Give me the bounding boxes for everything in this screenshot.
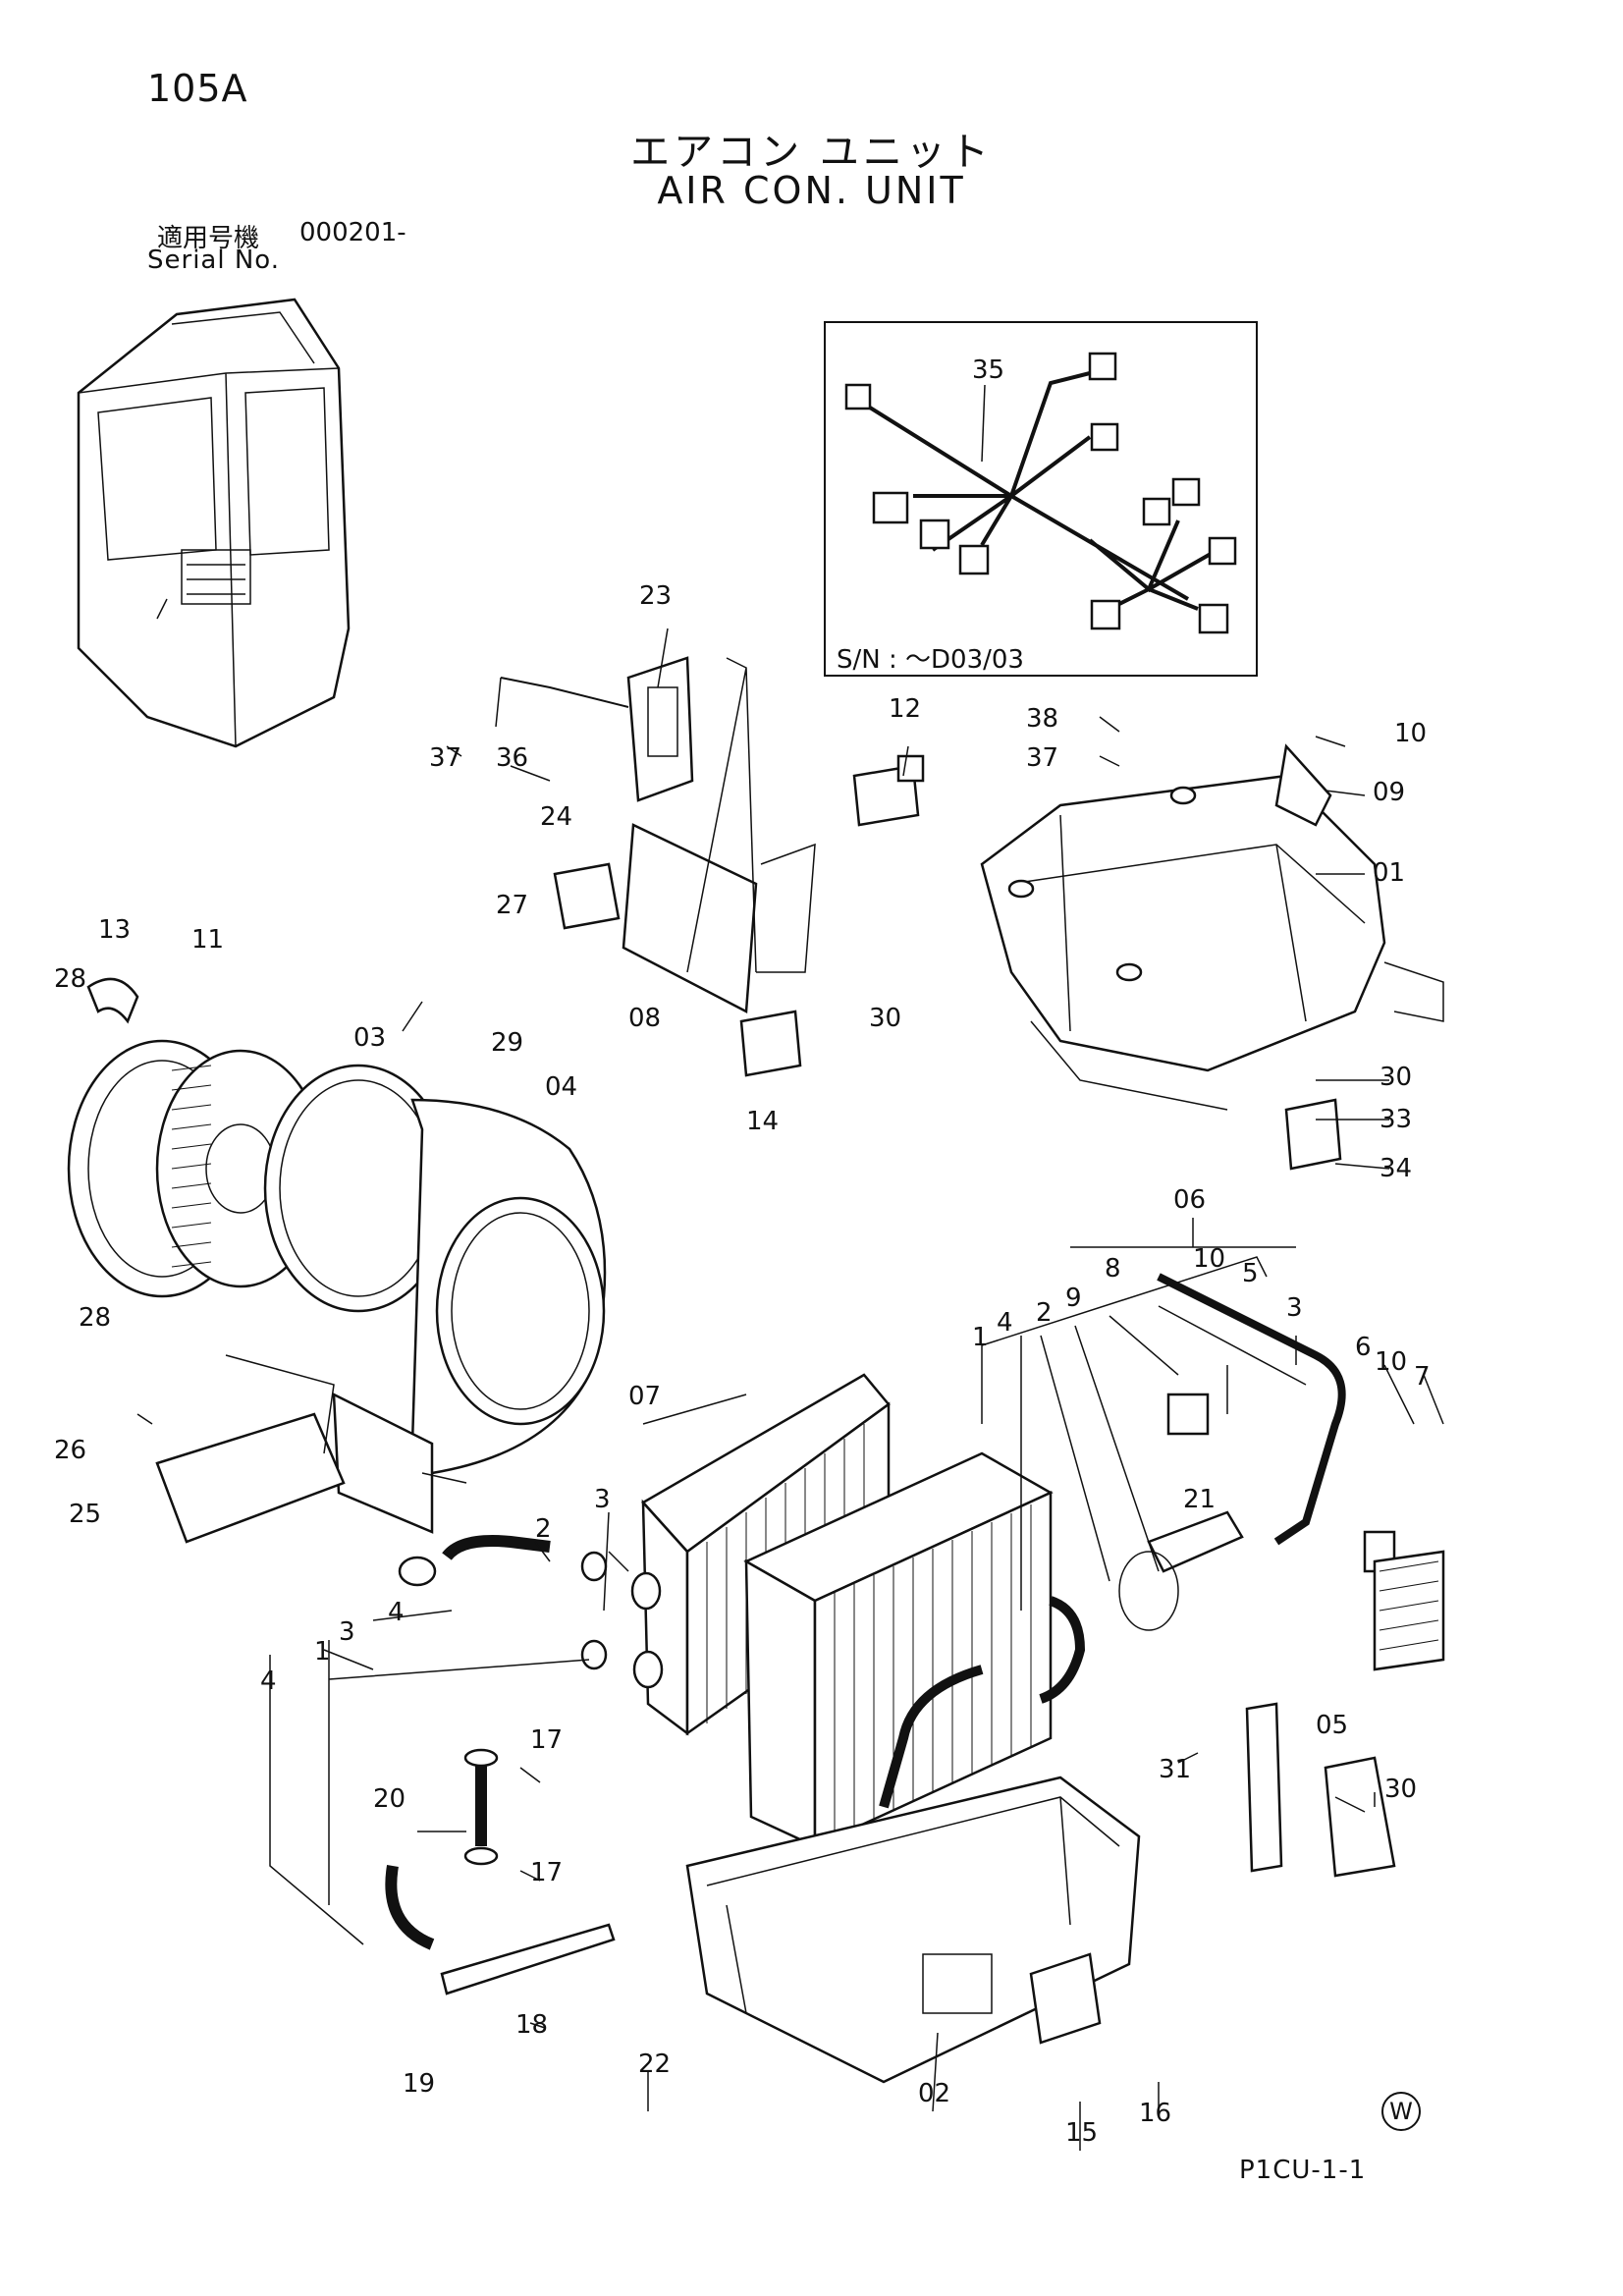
sub-callout-labels: 1 4 2 9 8 10 5 3 6 10 7 3 2 4 3 1 4 [260,1244,1431,1696]
callout-05: 05 [1316,1711,1348,1740]
callout-18: 18 [515,2010,548,2040]
wiring-harness-inset: 35 S/N : ～D03/03 [824,321,1258,677]
inset-frame [824,321,1258,677]
callout-35: 35 [972,355,1004,385]
title-japanese: エアコン ユニット [630,130,993,175]
callout-14: 14 [746,1107,779,1136]
callout-30c: 30 [1384,1775,1417,1804]
figure-code: P1CU-1-1 [1239,2156,1367,2185]
callout-22: 22 [638,2050,671,2079]
sub-callout-7: 7 [1414,1362,1431,1392]
callout-28b: 28 [79,1303,111,1333]
callout-15: 15 [1065,2118,1098,2148]
callout-24: 24 [540,802,572,832]
callout-12: 12 [889,694,921,724]
callout-01: 01 [1373,858,1405,888]
sub-callout-5: 5 [1242,1259,1259,1288]
inset-serial-note: S/N : ～D03/03 [837,645,1024,675]
sub-callout-1b: 1 [314,1637,331,1667]
sub-callout-10b: 10 [1375,1347,1407,1377]
callout-20: 20 [373,1784,406,1814]
sub-callout-6: 6 [1355,1333,1372,1362]
callout-06: 06 [1173,1185,1206,1215]
callout-31: 31 [1159,1755,1191,1784]
callout-29: 29 [491,1028,523,1058]
sub-callout-2b: 2 [535,1514,552,1544]
callout-23: 23 [639,581,672,611]
blower-housing [155,1064,607,1544]
w-mark: W [1381,2092,1421,2131]
callout-04: 04 [545,1072,577,1102]
callout-02: 02 [918,2079,950,2108]
callout-07: 07 [628,1382,661,1411]
callout-09: 09 [1373,778,1405,807]
callout-13: 13 [98,915,131,945]
sub-callout-1: 1 [972,1323,989,1352]
controller-assembly [500,656,925,1077]
leader-lines [136,598,1444,2151]
callout-21: 21 [1183,1485,1216,1514]
sub-callout-4b: 4 [388,1598,405,1627]
callout-10: 10 [1394,719,1427,748]
callout-33: 37 [429,743,461,773]
callout-19: 19 [403,2069,435,2099]
sub-callout-2: 2 [1036,1298,1053,1328]
callout-26: 26 [54,1436,86,1465]
callout-34: 33 [1380,1105,1412,1134]
callout-30b: 30 [1380,1063,1412,1092]
sub-callout-3b: 3 [594,1485,611,1514]
sub-callout-8: 8 [1105,1254,1121,1284]
sub-callout-4: 4 [997,1308,1013,1338]
sub-callout-3: 3 [1286,1293,1303,1323]
water-hoses [385,1535,616,1995]
callout-30: 30 [869,1004,901,1033]
callout-38: 38 [1026,704,1058,734]
sub-callout-4c: 4 [260,1667,277,1696]
callout-37: 37 [1026,743,1058,773]
evaporator [743,1451,1086,1848]
callout-03: 03 [353,1023,386,1053]
upper-housing [980,743,1444,1171]
callout-25: 25 [69,1500,101,1529]
callout-16: 16 [1139,2099,1171,2128]
callout-36: 34 [1380,1154,1412,1183]
piping-assembly [981,1256,1445,1671]
callout-17b: 17 [530,1858,563,1887]
serial-label-japanese: 適用号機 [157,224,260,253]
sub-callout-3c: 3 [339,1617,355,1647]
serial-label-english: Serial No. [147,246,280,275]
title-english: AIR CON. UNIT [657,169,966,212]
cab-illustration [77,298,351,748]
callout-27: 27 [496,891,528,920]
callout-32: 36 [496,743,528,773]
serial-value: 000201- [299,218,406,247]
lower-housing [685,1702,1396,2084]
sub-callout-9: 9 [1065,1284,1082,1313]
callout-11: 11 [191,925,224,955]
callout-labels: 23 37 36 24 12 38 37 10 09 01 27 08 30 1… [54,581,1427,2148]
callout-17: 17 [530,1725,563,1755]
callout-28: 28 [54,964,86,994]
blower-motor [67,977,326,1298]
callout-08: 08 [628,1004,661,1033]
sub-callout-10: 10 [1193,1244,1225,1274]
page-number: 105A [147,67,248,110]
